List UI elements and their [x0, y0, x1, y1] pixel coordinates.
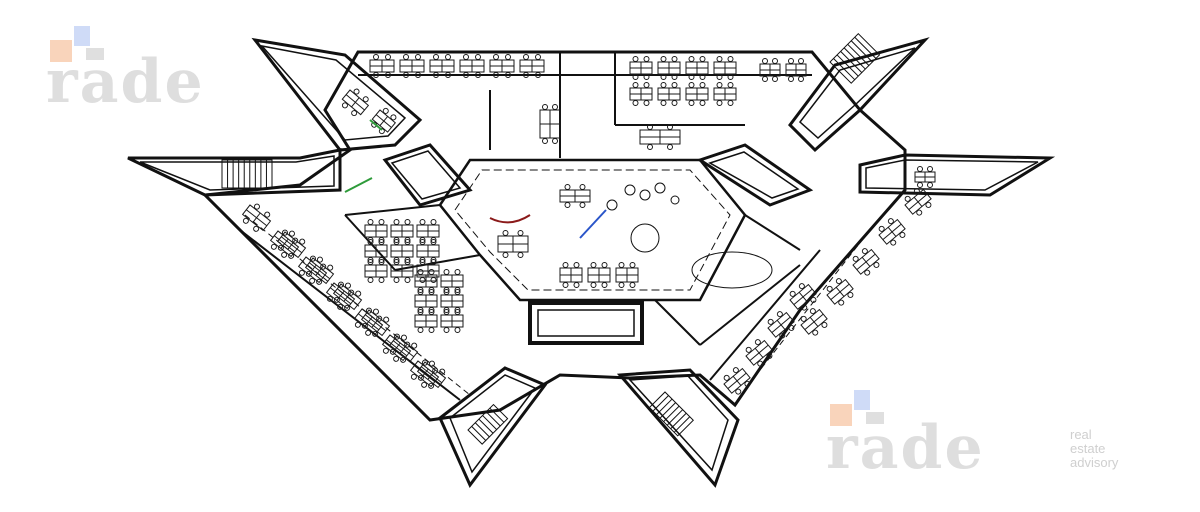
desk-cluster	[353, 307, 384, 336]
desk-cluster	[440, 309, 464, 333]
desk-cluster	[789, 283, 817, 311]
desk-cluster	[539, 104, 561, 144]
desk-cluster	[629, 82, 653, 106]
desk-cluster	[440, 289, 464, 313]
furniture-layer	[241, 54, 936, 395]
desk-cluster	[390, 259, 414, 283]
desk-cluster	[364, 239, 388, 263]
desk-cluster	[713, 56, 737, 80]
desk-cluster	[325, 281, 356, 310]
desk-cluster	[416, 360, 447, 389]
desk-cluster	[587, 262, 611, 288]
desk-cluster	[852, 248, 880, 276]
desk-cluster	[304, 256, 335, 285]
desk-cluster	[399, 54, 425, 78]
desk-cluster	[713, 82, 737, 106]
meeting-room-left	[382, 143, 473, 207]
desk-cluster	[745, 339, 773, 367]
desk-cluster	[785, 58, 807, 82]
desk-cluster	[519, 54, 545, 78]
desk-cluster	[369, 54, 395, 78]
desk-cluster	[878, 218, 906, 246]
staircase	[221, 159, 273, 189]
central-atrium	[438, 158, 747, 302]
wing-bottom-left	[438, 366, 548, 488]
desk-cluster	[341, 88, 370, 117]
meeting-room-right	[696, 143, 814, 207]
desk-cluster	[657, 82, 681, 106]
desk-cluster	[826, 278, 854, 306]
desk-cluster	[360, 308, 391, 337]
desk-cluster	[414, 309, 438, 333]
desk-cluster	[904, 188, 932, 216]
desk-cluster	[440, 269, 464, 293]
desk-cluster	[364, 219, 388, 243]
desk-cluster	[639, 124, 681, 150]
staircase	[648, 391, 694, 437]
desk-cluster	[489, 54, 515, 78]
stairs-layer	[221, 33, 881, 445]
desk-cluster	[429, 54, 455, 78]
desk-cluster	[276, 230, 307, 259]
desk-cluster	[685, 82, 709, 106]
desk-cluster	[800, 308, 828, 336]
desk-cluster	[559, 262, 583, 288]
desk-cluster	[615, 262, 639, 288]
desk-cluster	[416, 239, 440, 263]
desk-cluster	[371, 107, 397, 135]
building-outline	[201, 50, 907, 422]
desk-cluster	[685, 56, 709, 80]
desk-cluster	[416, 259, 440, 283]
wing-left	[127, 148, 342, 197]
desk-cluster	[723, 367, 751, 395]
wing-top-left	[251, 37, 423, 152]
desk-cluster	[390, 239, 414, 263]
desk-cluster	[414, 289, 438, 313]
desk-cluster	[388, 334, 419, 363]
desk-cluster	[459, 54, 485, 78]
wing-top-right	[788, 37, 930, 153]
desk-cluster	[759, 58, 781, 82]
wing-right	[858, 153, 1056, 197]
accent-lines	[344, 119, 607, 239]
atrium-features	[606, 182, 773, 289]
desk-cluster	[414, 269, 438, 293]
desk-cluster	[657, 56, 681, 80]
desk-cluster	[332, 282, 363, 311]
desk-cluster	[241, 203, 272, 232]
desk-cluster	[767, 311, 795, 339]
staircase	[829, 33, 881, 84]
desk-cluster	[629, 56, 653, 80]
desk-cluster	[914, 166, 936, 188]
staircase	[467, 403, 509, 445]
meeting-room-bottom	[528, 301, 644, 345]
desk-cluster	[364, 259, 388, 283]
desk-cluster	[390, 219, 414, 243]
wing-bottom-right	[616, 368, 740, 488]
desk-cluster	[559, 184, 591, 208]
desk-cluster	[416, 219, 440, 243]
desk-cluster	[497, 230, 529, 258]
